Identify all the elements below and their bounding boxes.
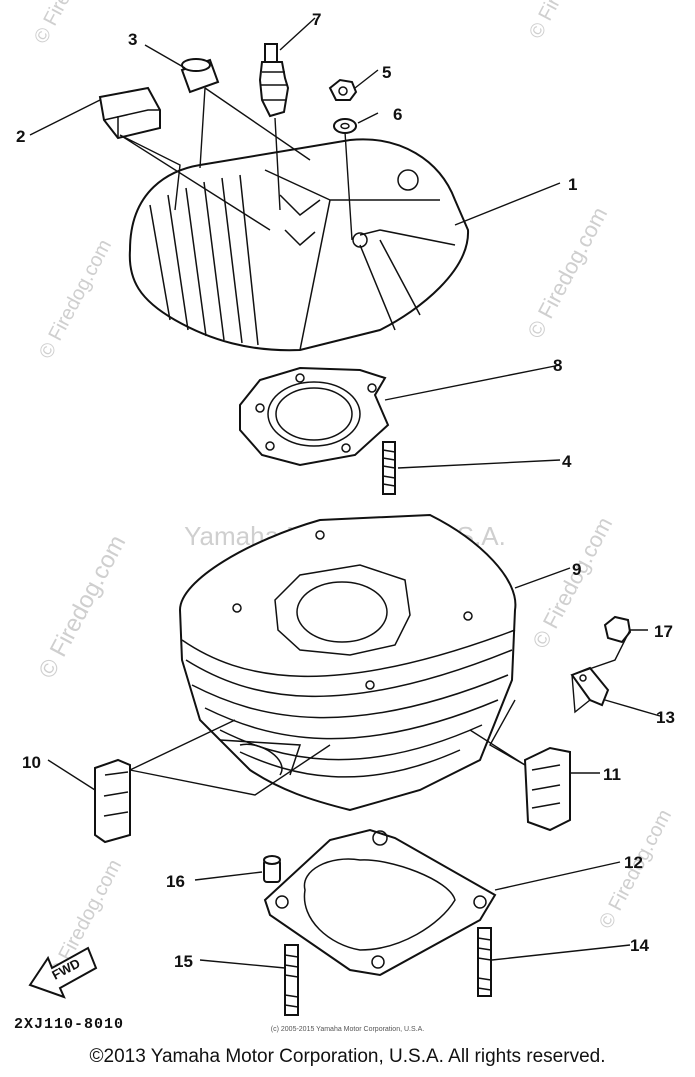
damper-left [94, 758, 131, 844]
callout-16: 16 [166, 872, 185, 891]
watermark-left: © Firedog.com [33, 531, 131, 683]
nut [328, 78, 358, 101]
stud-bolt-left [284, 944, 299, 1016]
copyright-notice: ©2013 Yamaha Motor Corporation, U.S.A. A… [89, 1046, 606, 1067]
head-damper [98, 86, 161, 140]
spark-plug [258, 43, 290, 118]
callout-4: 4 [562, 452, 572, 471]
clamp-nut [603, 615, 632, 644]
spacer-cap [180, 58, 220, 94]
callout-8: 8 [553, 356, 562, 375]
callout-15: 15 [174, 952, 193, 971]
callout-3: 3 [128, 30, 137, 49]
watermark-top-left: © Firedog.com [30, 0, 111, 47]
cylinder [178, 513, 517, 812]
damper-right [523, 746, 571, 832]
cylinder-gasket [263, 828, 497, 977]
washer [333, 118, 357, 134]
stud-bolt-head [382, 441, 396, 495]
fine-print: (c) 2005-2015 Yamaha Motor Corporation, … [270, 1026, 425, 1033]
callout-14: 14 [630, 936, 649, 955]
leader-lines [29, 17, 661, 969]
stud-bolt-right [477, 927, 492, 997]
callout-numbers: 1 2 3 4 5 6 7 8 9 10 11 12 13 14 15 16 1… [16, 10, 675, 971]
dowel-pin [263, 855, 281, 883]
callout-5: 5 [382, 63, 391, 82]
watermark-top-right: © Firedog.com [525, 0, 606, 42]
callout-10: 10 [22, 753, 41, 772]
callout-17: 17 [654, 622, 673, 641]
callout-7: 7 [312, 10, 321, 29]
callout-6: 6 [393, 105, 402, 124]
watermark-right-upper: © Firedog.com [522, 203, 612, 342]
watermark-right-mid: © Firedog.com [527, 513, 617, 652]
callout-12: 12 [624, 853, 643, 872]
callout-11: 11 [603, 765, 621, 784]
callout-9: 9 [572, 560, 581, 579]
callout-2: 2 [16, 127, 25, 146]
cylinder-head [128, 138, 470, 352]
callout-13: 13 [656, 708, 675, 727]
watermark-left-upper: © Firedog.com [35, 236, 116, 362]
callout-1: 1 [568, 175, 577, 194]
head-gasket [239, 366, 390, 467]
diagram-code: 2XJ110-8010 [14, 1016, 125, 1033]
